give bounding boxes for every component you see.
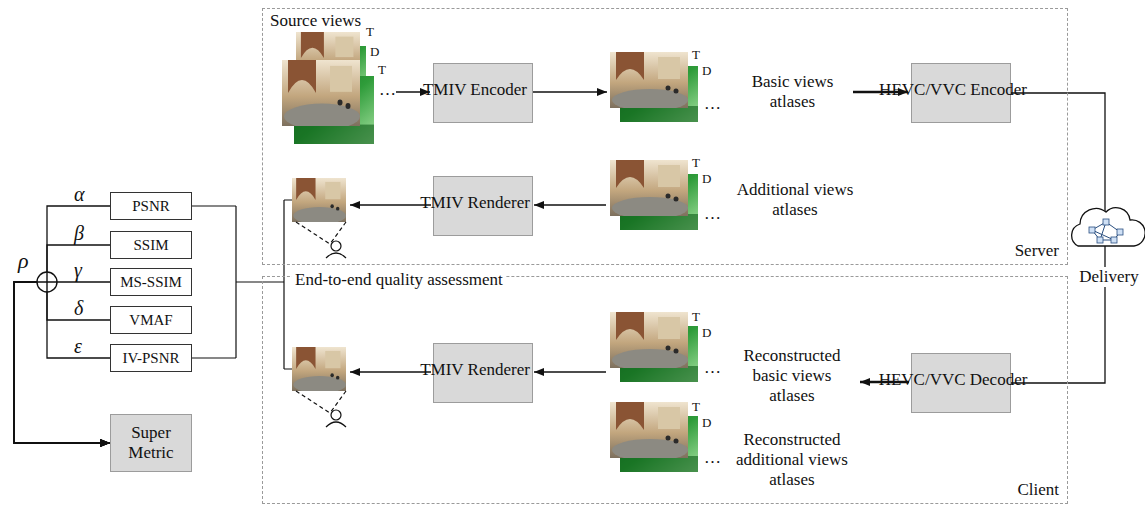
box-label: SSIM <box>133 236 168 254</box>
rendered-view <box>292 178 346 224</box>
flow-arrow <box>534 371 606 372</box>
ellipsis: … <box>704 204 721 224</box>
weight-symbol: ε <box>74 334 82 358</box>
flow-arrow <box>534 204 606 205</box>
network-cloud <box>1072 208 1145 246</box>
ellipsis: … <box>704 448 721 468</box>
texture-image <box>610 312 688 371</box>
metric-box: VMAF <box>110 306 192 334</box>
atlas-label: Basic views atlases <box>735 72 850 112</box>
ellipsis: … <box>704 358 721 378</box>
metric-box: SSIM <box>110 231 192 259</box>
box-label: IV-PSNR <box>123 349 180 367</box>
flow-arrow <box>350 204 431 205</box>
connector <box>14 282 110 443</box>
box-label: TMIV Renderer <box>420 193 530 213</box>
texture-image <box>610 402 688 461</box>
weight-symbol: δ <box>74 296 83 320</box>
texture-image <box>610 160 688 219</box>
connector <box>14 206 110 443</box>
network-node <box>1117 229 1123 235</box>
network-node <box>1111 237 1117 243</box>
weight-symbol: β <box>74 221 84 245</box>
texture-tag: T <box>692 399 700 414</box>
assessment-bracket <box>192 200 292 369</box>
region-label: Client <box>1017 480 1059 500</box>
connector <box>14 245 110 443</box>
depth-tag: D <box>702 415 711 430</box>
process-box: HEVC/VVC Decoder <box>911 353 1011 413</box>
assessment-label: End-to-end quality assessment <box>292 270 506 290</box>
viewer-head <box>331 410 341 420</box>
box-label: HEVC/VVC Encoder <box>879 80 1027 100</box>
rendered-view <box>292 347 346 393</box>
box-label: PSNR <box>132 197 170 215</box>
server-region: Server TMIV Encoder HEVC/VVC EncoderTMIV R… <box>262 8 1068 265</box>
atlas-label: Reconstructed basic views atlases <box>732 346 852 406</box>
depth-tag: D <box>702 171 711 186</box>
depth-tag: D <box>370 44 379 59</box>
network-node <box>1089 227 1095 233</box>
texture-tag: T <box>692 47 700 62</box>
metric-box: IV-PSNR <box>110 344 192 372</box>
weight-symbol: γ <box>74 258 82 282</box>
flow-arrow <box>533 91 607 92</box>
process-box: HEVC/VVC Encoder <box>911 63 1011 123</box>
weight-symbol: ρ <box>18 248 29 274</box>
region-heading: Source views <box>270 11 361 31</box>
ellipsis: … <box>379 80 396 100</box>
viewer-body <box>326 253 346 258</box>
connector <box>14 282 110 443</box>
process-box: TMIV Renderer <box>433 343 533 403</box>
region-label: Server <box>1015 241 1059 261</box>
metric-box: MS-SSIM <box>110 268 192 296</box>
process-box: TMIV Encoder <box>433 63 533 123</box>
texture-tag: T <box>692 155 700 170</box>
atlas-label: Additional views atlases <box>735 180 855 220</box>
box-label: HEVC/VVC Decoder <box>879 370 1028 390</box>
client-region: ClientTMIV RendererHEVC/VVC Decoder <box>262 276 1068 504</box>
process-box: TMIV Renderer <box>433 176 533 236</box>
texture-tag: T <box>378 62 386 77</box>
connector <box>14 282 110 443</box>
network-node <box>1103 219 1109 225</box>
view-frustum <box>296 222 346 244</box>
delivery-label: Delivery <box>1068 267 1145 287</box>
box-label: TMIV Encoder <box>423 80 527 100</box>
view-frustum <box>296 391 346 413</box>
texture-image <box>282 60 360 130</box>
box-label: Super Metric <box>119 423 183 463</box>
flow-arrow <box>350 371 431 372</box>
texture-tag: T <box>366 24 374 39</box>
depth-tag: D <box>702 325 711 340</box>
texture-image <box>610 52 688 111</box>
metric-box: PSNR <box>110 192 192 220</box>
result-box: Super Metric <box>110 414 192 472</box>
sum-symbol <box>37 272 57 292</box>
box-label: MS-SSIM <box>120 273 182 291</box>
depth-tag: D <box>702 63 711 78</box>
viewer-body <box>326 422 346 427</box>
sum-cross <box>37 272 57 292</box>
weight-symbol: α <box>74 182 85 206</box>
network-node <box>1097 237 1103 243</box>
box-label: VMAF <box>129 311 172 329</box>
atlas-label: Reconstructed additional views atlases <box>732 430 852 490</box>
viewer-head <box>331 241 341 251</box>
ellipsis: … <box>704 94 721 114</box>
texture-tag: T <box>692 309 700 324</box>
box-label: TMIV Renderer <box>420 360 530 380</box>
